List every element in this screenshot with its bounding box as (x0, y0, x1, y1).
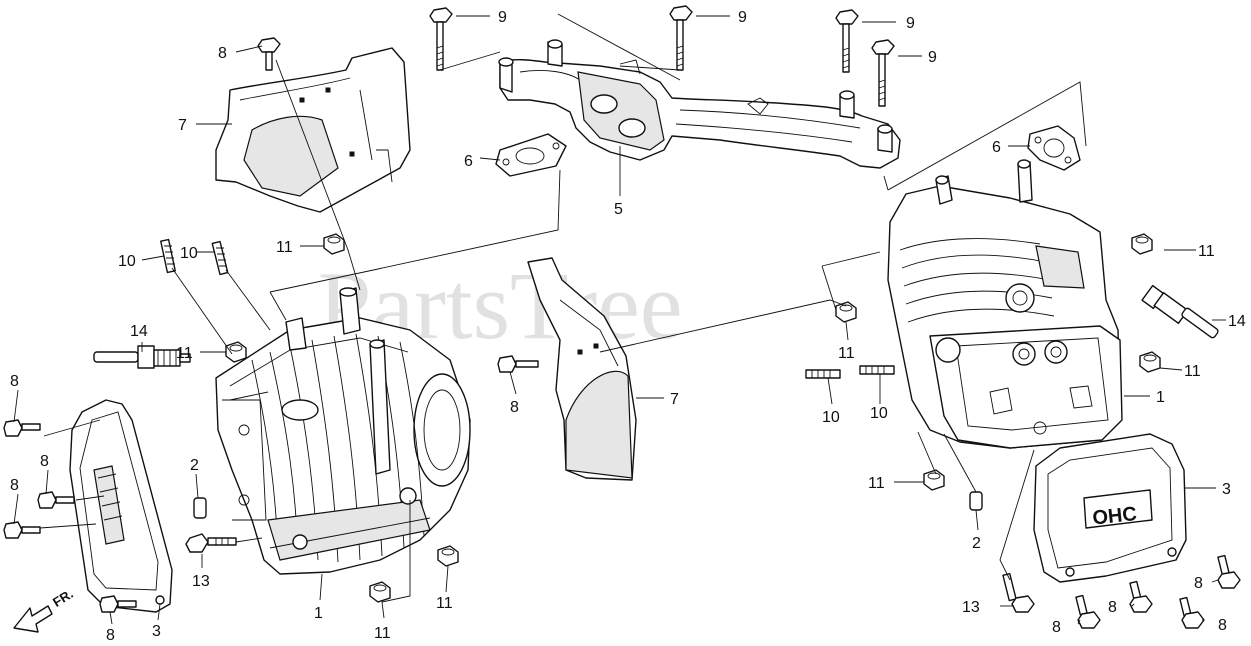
callout-11: 11 (276, 239, 293, 256)
callout-11: 11 (1198, 243, 1215, 260)
callout-11: 11 (1184, 363, 1201, 380)
callout-8: 8 (1218, 617, 1227, 634)
cylinder-head-1-left[interactable] (215, 287, 471, 575)
callout-8: 8 (10, 373, 19, 390)
front-direction-label: FR. (50, 586, 76, 610)
callout-14: 14 (1228, 313, 1246, 330)
dowel-pin-2-left[interactable] (193, 497, 207, 519)
cylinder-shroud-7-lower[interactable] (527, 257, 637, 481)
callout-8: 8 (1194, 575, 1203, 592)
front-direction-indicator: FR. (13, 586, 76, 633)
callout-10: 10 (180, 245, 198, 262)
bolt-9-c[interactable] (835, 9, 859, 73)
nut-11-bottom-b[interactable] (437, 545, 459, 567)
bolt-8-left-c[interactable] (3, 521, 41, 539)
bolt-9-a[interactable] (429, 7, 453, 71)
callout-3: 3 (1222, 481, 1231, 498)
nut-11-right-mid[interactable] (1139, 351, 1161, 373)
callout-8: 8 (40, 453, 49, 470)
bolt-9-b[interactable] (669, 5, 693, 71)
callout-11: 11 (436, 595, 453, 612)
bolt-8-center[interactable] (497, 355, 539, 373)
callout-7: 7 (670, 391, 679, 408)
bolt-8-left-a[interactable] (3, 419, 41, 437)
bolt-8-top[interactable] (257, 37, 281, 71)
cylinder-head-1-right[interactable] (887, 159, 1123, 449)
nut-11-right-center[interactable] (835, 301, 857, 323)
bolt-13-right[interactable] (1002, 572, 1035, 613)
stud-10-right-b[interactable] (859, 365, 895, 375)
ohc-logo-mark: OHC (1091, 503, 1138, 530)
callout-9: 9 (928, 49, 937, 66)
bolt-8-right-d[interactable] (1217, 554, 1241, 589)
callout-9: 9 (498, 9, 507, 26)
callout-6: 6 (464, 153, 473, 170)
callout-10: 10 (822, 409, 840, 426)
valve-cover-3-left[interactable] (69, 399, 173, 613)
nut-11-right-low[interactable] (923, 469, 945, 491)
callout-8: 8 (510, 399, 519, 416)
callout-11: 11 (838, 345, 855, 362)
callout-7: 7 (178, 117, 187, 134)
stud-10-left-b[interactable] (211, 240, 229, 276)
callout-13: 13 (962, 599, 980, 616)
callout-10: 10 (118, 253, 136, 270)
callout-1: 1 (1156, 389, 1165, 406)
callout-8: 8 (10, 477, 19, 494)
bolt-8-right-b[interactable] (1129, 580, 1153, 613)
callout-11: 11 (374, 625, 391, 642)
callout-labels: 9 9 9 9 8 7 6 5 6 11 10 10 14 11 8 8 8 2… (10, 9, 1246, 644)
gasket-6-right[interactable] (1027, 125, 1081, 171)
stud-10-right-a[interactable] (805, 369, 841, 379)
callout-11: 11 (868, 475, 885, 492)
callout-9: 9 (906, 15, 915, 32)
front-arrow-icon (13, 605, 53, 633)
callout-10: 10 (870, 405, 888, 422)
bolt-9-d[interactable] (871, 39, 895, 107)
callout-2: 2 (972, 535, 981, 552)
bolt-8-right-a[interactable] (1075, 594, 1101, 629)
stud-10-left-a[interactable] (160, 238, 176, 274)
callout-9: 9 (738, 9, 747, 26)
callout-8: 8 (218, 45, 227, 62)
gasket-6-left[interactable] (495, 133, 567, 177)
callout-8: 8 (1108, 599, 1117, 616)
callout-leaders (13, 15, 1226, 625)
callout-1: 1 (314, 605, 323, 622)
cylinder-shroud-7-upper[interactable] (215, 47, 411, 213)
callout-5: 5 (614, 201, 623, 218)
callout-8: 8 (1052, 619, 1061, 636)
callout-6: 6 (992, 139, 1001, 156)
spark-plug-14-right[interactable] (1141, 284, 1219, 339)
nut-11-upper[interactable] (323, 233, 345, 255)
nut-11-bottom-a[interactable] (369, 581, 391, 603)
callout-11: 11 (176, 345, 193, 362)
nut-11-right-top[interactable] (1131, 233, 1153, 255)
bolt-13-left[interactable] (185, 533, 237, 553)
callout-2: 2 (190, 457, 199, 474)
dowel-pin-2-right[interactable] (969, 491, 983, 511)
bolt-8-right-c[interactable] (1179, 596, 1205, 629)
bolt-8-left-b[interactable] (37, 491, 75, 509)
bolt-8-left-d[interactable] (99, 595, 137, 613)
valve-cover-3-right[interactable]: OHC (1033, 433, 1187, 583)
callout-13: 13 (192, 573, 210, 590)
callout-8: 8 (106, 627, 115, 644)
nut-11-mid[interactable] (225, 341, 247, 363)
intake-manifold[interactable] (498, 39, 901, 169)
callout-3: 3 (152, 623, 161, 640)
assembly-guide-lines (39, 13, 1087, 581)
callout-14: 14 (130, 323, 148, 340)
